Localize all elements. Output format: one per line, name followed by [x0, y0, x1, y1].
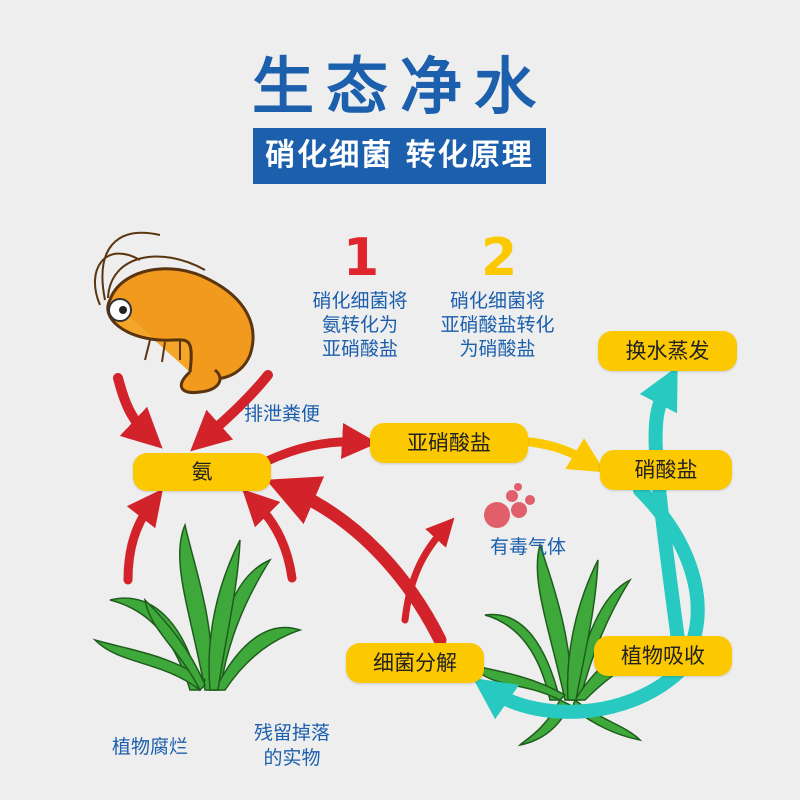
- step-2-number: 2: [481, 228, 518, 288]
- arrow-bacteria-to-ammonia: [266, 476, 447, 647]
- label-plant-decay: 植物腐烂: [111, 736, 188, 758]
- gas-bubbles-icon: [484, 483, 535, 528]
- node-water-change: 换水蒸发: [598, 331, 737, 371]
- node-nitrate: 硝酸盐: [600, 450, 732, 490]
- arrow-bacteria-to-gas: [401, 517, 455, 624]
- node-bacteria-decompose: 细菌分解: [346, 643, 484, 683]
- step-1-text: 硝化细菌将 氨转化为 亚硝酸盐: [312, 290, 408, 360]
- arrow-shrimp-to-ammonia-right: [190, 370, 273, 452]
- arrow-shrimp-to-ammonia-left: [113, 373, 163, 449]
- node-plant-absorb: 植物吸收: [594, 636, 732, 676]
- arrow-ammonia-to-nitrite: [260, 423, 378, 467]
- arrow-nitrite-to-nitrate: [525, 437, 606, 473]
- node-nitrite: 亚硝酸盐: [370, 423, 528, 463]
- arrow-plant-to-bacteria: [472, 653, 697, 720]
- label-excretion: 排泄粪便: [244, 403, 321, 425]
- label-toxic-gas: 有毒气体: [489, 536, 566, 558]
- node-ammonia: 氨: [133, 453, 271, 491]
- plant-left-icon: [92, 522, 303, 692]
- page-title: 生态净水: [251, 50, 548, 123]
- shrimp-icon: [94, 231, 255, 395]
- arrow-leftover-to-ammonia: [242, 489, 297, 583]
- arrow-to-water-change: [639, 366, 685, 647]
- arrow-decay-to-ammonia: [123, 488, 164, 585]
- label-leftover-food: 残留掉落 的实物: [253, 722, 330, 769]
- page-subtitle: 硝化细菌 转化原理: [253, 128, 546, 184]
- step-1-number: 1: [343, 228, 380, 288]
- step-2-text: 硝化细菌将 亚硝酸盐转化 为硝酸盐: [440, 290, 555, 360]
